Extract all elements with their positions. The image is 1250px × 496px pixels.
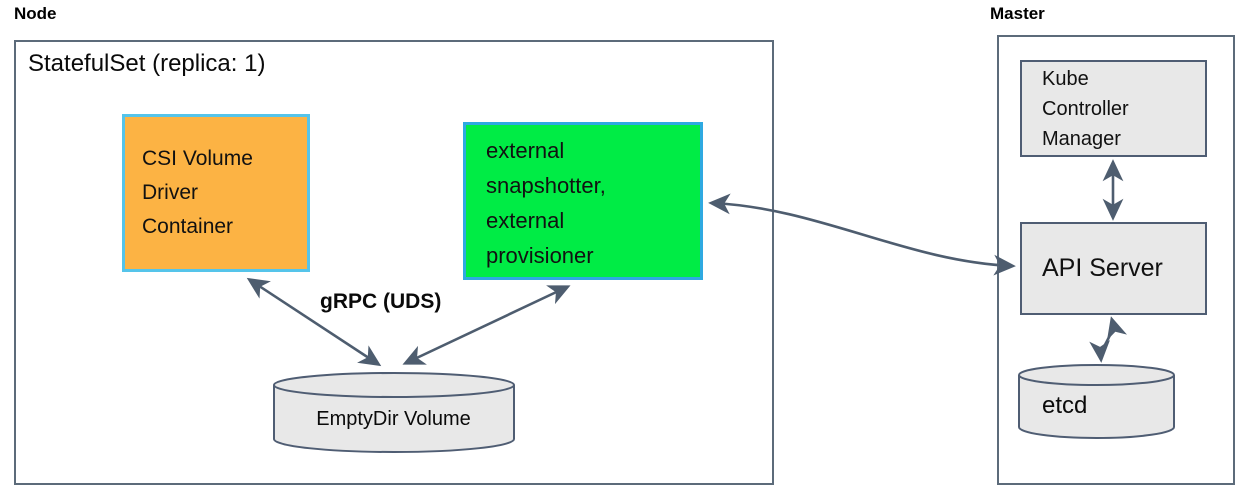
kcm-box-text-line: Controller xyxy=(1042,97,1129,120)
grpc-uds-label: gRPC (UDS) xyxy=(320,290,442,313)
sidecar-box-text-line: external xyxy=(486,208,565,233)
kcm-box-text-line: Manager xyxy=(1042,127,1121,150)
statefulset-title: StatefulSet (replica: 1) xyxy=(28,50,266,77)
etcd-cylinder xyxy=(1018,364,1175,439)
api-server-box: API Server xyxy=(1020,222,1207,315)
sidecar-box-text-line: snapshotter, xyxy=(486,173,606,198)
external-snapshotter-provisioner-box: external snapshotter, external provision… xyxy=(463,122,703,280)
kube-controller-manager-box: Kube Controller Manager xyxy=(1020,60,1207,157)
csi-box-text-line: CSI Volume xyxy=(142,147,253,170)
csi-box-text-line: Driver xyxy=(142,181,198,204)
csi-box-text-line: Container xyxy=(142,215,234,238)
etcd-label: etcd xyxy=(1042,392,1088,419)
master-group-label: Master xyxy=(990,4,1045,23)
sidecar-box-text-line: external xyxy=(486,138,565,163)
api-server-label: API Server xyxy=(1042,254,1163,282)
sidecar-box-text-line: provisioner xyxy=(486,243,594,268)
csi-volume-driver-container-box: CSI Volume Driver Container xyxy=(122,114,310,272)
kcm-box-text-line: Kube xyxy=(1042,67,1089,90)
node-group-label: Node xyxy=(14,4,57,23)
emptydir-volume-cylinder xyxy=(273,372,515,453)
emptydir-volume-label: EmptyDir Volume xyxy=(316,408,471,430)
